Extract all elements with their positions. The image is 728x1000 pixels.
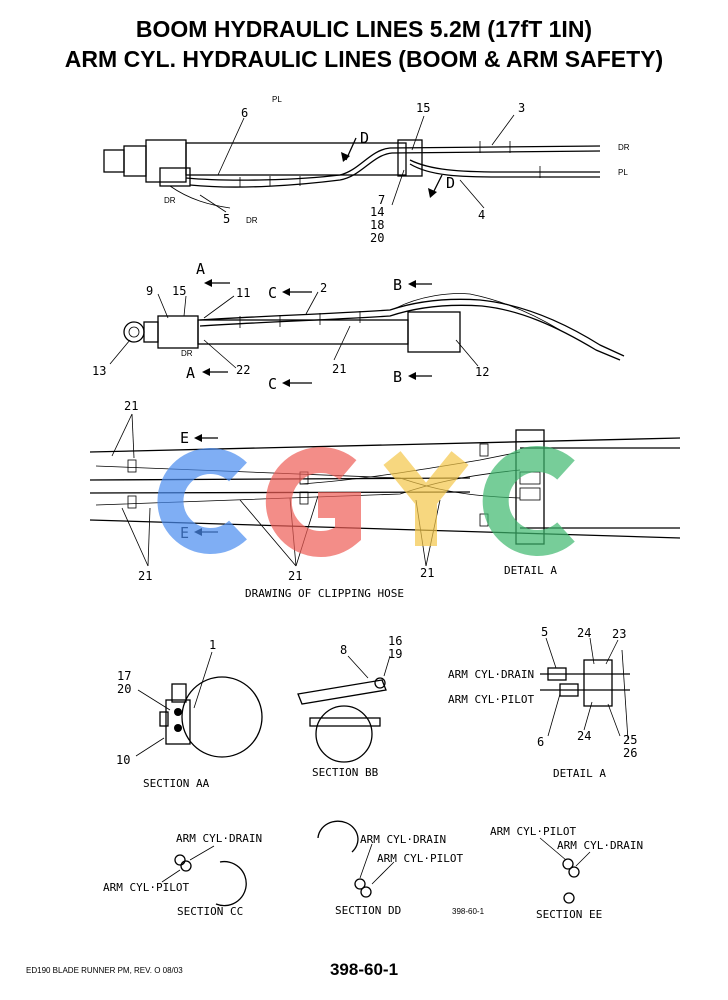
callout-21-mid: 21 — [288, 569, 302, 583]
port-pl-1: PL — [272, 95, 282, 104]
callout-21: 21 — [332, 362, 346, 376]
callout-25: 25 — [623, 733, 637, 747]
callout-19: 19 — [388, 647, 402, 661]
section-dd-drain: ARM CYL·DRAIN — [360, 833, 446, 846]
view-boom-top: 6 15 3 5 4 D D DR PL DR PL DR 7 14 18 20 — [103, 95, 630, 245]
callout-11: 11 — [236, 286, 250, 300]
section-d-upper: D — [360, 129, 369, 147]
callout-6b: 6 — [537, 735, 544, 749]
callout-21-right: 21 — [420, 566, 434, 580]
port-dr-3: DR — [618, 143, 630, 152]
port-dr-4: DR — [181, 349, 193, 358]
section-ee: ARM CYL·PILOT ARM CYL·DRAIN SECTION EE — [490, 825, 643, 921]
callout-24-bottom: 24 — [577, 729, 591, 743]
callout-15: 15 — [416, 101, 430, 115]
callout-21-top: 21 — [124, 399, 138, 413]
section-ee-label: SECTION EE — [536, 908, 602, 921]
callout-6: 6 — [241, 106, 248, 120]
callout-23: 23 — [612, 627, 626, 641]
section-cc-drain: ARM CYL·DRAIN — [176, 832, 262, 845]
callout-12: 12 — [475, 365, 489, 379]
reference-number: 398-60-1 — [452, 907, 485, 916]
section-dd: ARM CYL·DRAIN ARM CYL·PILOT SECTION DD — [317, 820, 463, 917]
page-number: 398-60-1 — [329, 960, 399, 979]
footer-edition: ED190 BLADE RUNNER PM, REV. O 08/03 — [26, 966, 183, 975]
section-b-bottom: B — [393, 368, 402, 386]
callout-26: 26 — [623, 746, 637, 760]
callout-7: 7 — [378, 193, 385, 207]
section-a-bottom: A — [186, 364, 195, 382]
callout-1: 1 — [209, 638, 216, 652]
section-aa-label: SECTION AA — [143, 777, 210, 790]
section-c-top: C — [268, 284, 277, 302]
title-line-2: ARM CYL. HYDRAULIC LINES (BOOM & ARM SAF… — [64, 46, 664, 72]
section-cc-label: SECTION CC — [177, 905, 243, 918]
callout-18: 18 — [370, 218, 384, 232]
callout-16: 16 — [388, 634, 402, 648]
detail-a: 5 24 23 6 24 25 26 ARM CYL·DRAIN ARM CYL… — [448, 625, 637, 780]
callout-3: 3 — [518, 101, 525, 115]
section-aa: 1 17 20 10 SECTION AA — [116, 638, 263, 790]
port-pl-2: PL — [618, 168, 628, 177]
callout-20: 20 — [370, 231, 384, 245]
section-bb: 8 16 19 SECTION BB — [297, 634, 402, 779]
section-c-bottom: C — [268, 375, 277, 393]
section-cc-pilot: ARM CYL·PILOT — [103, 881, 189, 894]
section-dd-pilot: ARM CYL·PILOT — [377, 852, 463, 865]
title-line-1: BOOM HYDRAULIC LINES 5.2M (17fT 1IN) — [135, 16, 593, 42]
clipping-hose-caption: DRAWING OF CLIPPING HOSE — [245, 587, 404, 600]
detail-a-ref: DETAIL A — [504, 564, 557, 577]
callout-5: 5 — [223, 212, 230, 226]
section-cc: ARM CYL·DRAIN ARM CYL·PILOT SECTION CC — [103, 832, 262, 918]
section-e-top: E — [180, 429, 189, 447]
callout-8: 8 — [340, 643, 347, 657]
section-b-top: B — [393, 276, 402, 294]
callout-17: 17 — [117, 669, 131, 683]
port-dr-2: DR — [246, 216, 258, 225]
callout-4: 4 — [478, 208, 485, 222]
callout-24-top: 24 — [577, 626, 591, 640]
section-d-lower: D — [446, 174, 455, 192]
callout-13: 13 — [92, 364, 106, 378]
callout-14: 14 — [370, 205, 384, 219]
detail-a-pilot-label: ARM CYL·PILOT — [448, 693, 534, 706]
callout-22: 22 — [236, 363, 250, 377]
detail-a-label: DETAIL A — [553, 767, 606, 780]
section-ee-pilot: ARM CYL·PILOT — [490, 825, 576, 838]
detail-a-drain-label: ARM CYL·DRAIN — [448, 668, 534, 681]
callout-10: 10 — [116, 753, 130, 767]
section-dd-label: SECTION DD — [335, 904, 401, 917]
callout-15b: 15 — [172, 284, 186, 298]
watermark-g — [265, 447, 361, 557]
section-bb-label: SECTION BB — [312, 766, 379, 779]
port-dr-1: DR — [164, 196, 176, 205]
callout-9: 9 — [146, 284, 153, 298]
callout-5b: 5 — [541, 625, 548, 639]
callout-21-left: 21 — [138, 569, 152, 583]
view-boom-side: A 9 15 11 C 2 B 13 A 22 C 21 B 12 DR — [92, 260, 625, 393]
callout-2: 2 — [320, 281, 327, 295]
watermark-c1 — [157, 448, 247, 554]
callout-20b: 20 — [117, 682, 131, 696]
section-ee-drain: ARM CYL·DRAIN — [557, 839, 643, 852]
section-a-top: A — [196, 260, 205, 278]
watermark-y — [383, 451, 469, 546]
watermark-logo — [157, 446, 575, 557]
watermark-c2 — [482, 446, 575, 556]
